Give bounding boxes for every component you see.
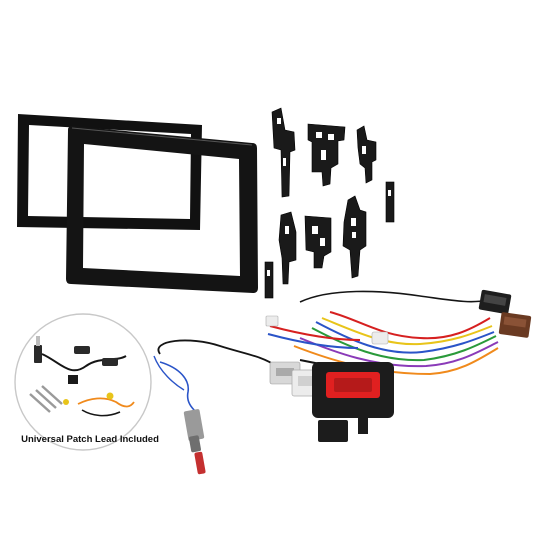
aerial-connector-din (183, 409, 206, 475)
fascia-frames (17, 114, 258, 293)
bracket (264, 261, 274, 299)
iso-connector-black (478, 289, 512, 315)
bracket (356, 125, 377, 184)
patch-lead-connector (74, 346, 118, 366)
patch-lead-caption: Universal Patch Lead Included (21, 434, 159, 445)
mounting-brackets (264, 107, 395, 299)
fascia-frame-back (17, 114, 202, 230)
patch-lead-inset (14, 313, 152, 451)
bracket (342, 195, 367, 279)
patch-lead-pins (29, 385, 63, 413)
patch-lead-jack (34, 336, 42, 363)
steering-interface-harness (265, 289, 532, 442)
harness-wires (267, 311, 499, 377)
bracket (278, 211, 297, 285)
aerial-adapter (153, 339, 301, 475)
patch-lead-adapter (68, 375, 78, 384)
bracket (385, 181, 395, 223)
bracket (304, 215, 332, 269)
bracket (307, 123, 346, 187)
fascia-frame-front (66, 126, 258, 293)
harness-connector-small (265, 315, 389, 345)
interface-module (312, 362, 394, 442)
bracket (271, 107, 296, 198)
iso-connector-brown (498, 312, 532, 338)
